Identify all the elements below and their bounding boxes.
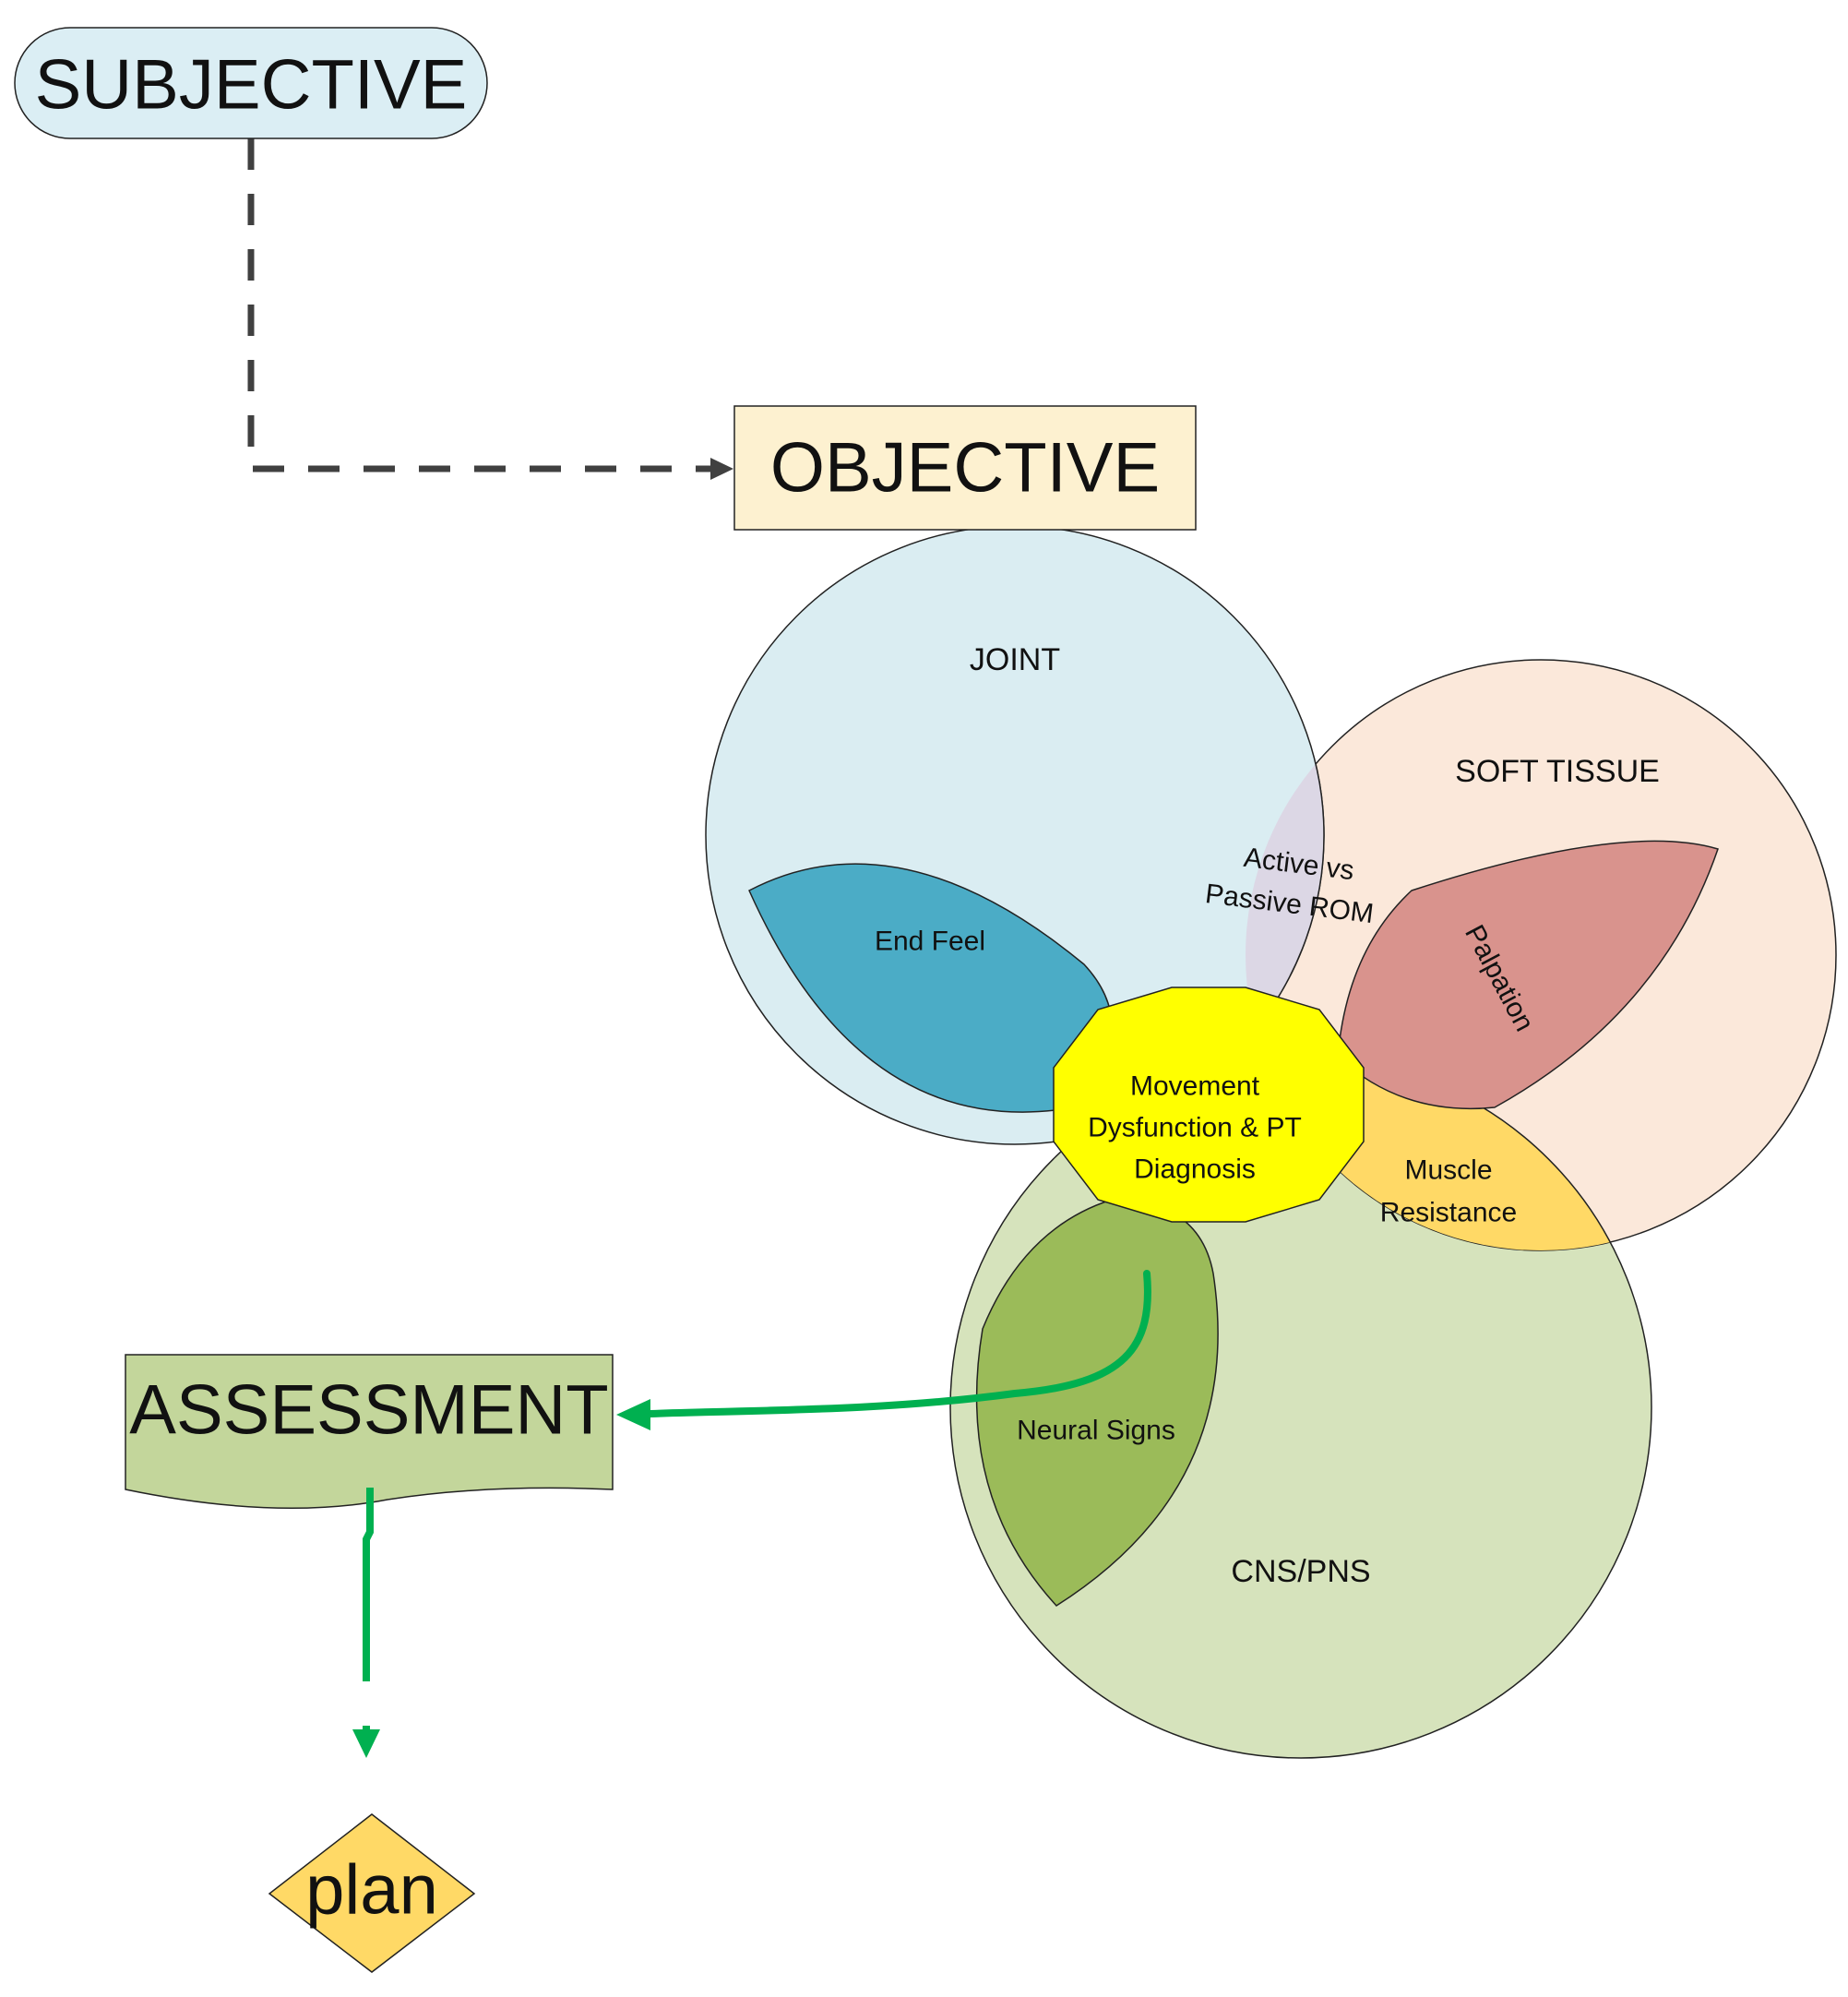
movement-dysfunction-decagon: [1053, 987, 1365, 1223]
cns-pns-label: CNS/PNS: [1231, 1554, 1370, 1589]
end-feel-label: End Feel: [875, 927, 985, 957]
assessment-label: ASSESSMENT: [129, 1371, 608, 1450]
neural-signs-label: Neural Signs: [1017, 1416, 1175, 1446]
objective-box: [733, 405, 1197, 531]
center-line-2: Dysfunction & PT: [1088, 1113, 1302, 1143]
assessment-box: [125, 1354, 614, 1510]
center-to-assessment-arrow: [647, 1270, 1151, 1417]
objective-label: OBJECTIVE: [770, 429, 1160, 508]
subjective-to-objective-connector: [247, 138, 710, 472]
active-passive-rom-region: [1246, 660, 1325, 1145]
plan-label: plan: [305, 1851, 438, 1930]
muscle-line-1: Muscle: [1404, 1155, 1492, 1186]
plan-diamond: [268, 1813, 476, 1973]
dashed-arrowhead: [710, 458, 733, 480]
assessment-arrowhead: [616, 1399, 650, 1430]
plan-arrowhead: [352, 1729, 380, 1758]
soft-tissue-label: SOFT TISSUE: [1455, 754, 1660, 789]
assessment-to-plan-connector: [363, 1488, 374, 1681]
subjective-label: SUBJECTIVE: [35, 46, 468, 125]
joint-label: JOINT: [970, 642, 1060, 677]
center-line-3: Diagnosis: [1134, 1154, 1256, 1185]
center-line-1: Movement: [1130, 1071, 1260, 1102]
muscle-line-2: Resistance: [1380, 1198, 1517, 1228]
subjective-box: [14, 27, 488, 139]
